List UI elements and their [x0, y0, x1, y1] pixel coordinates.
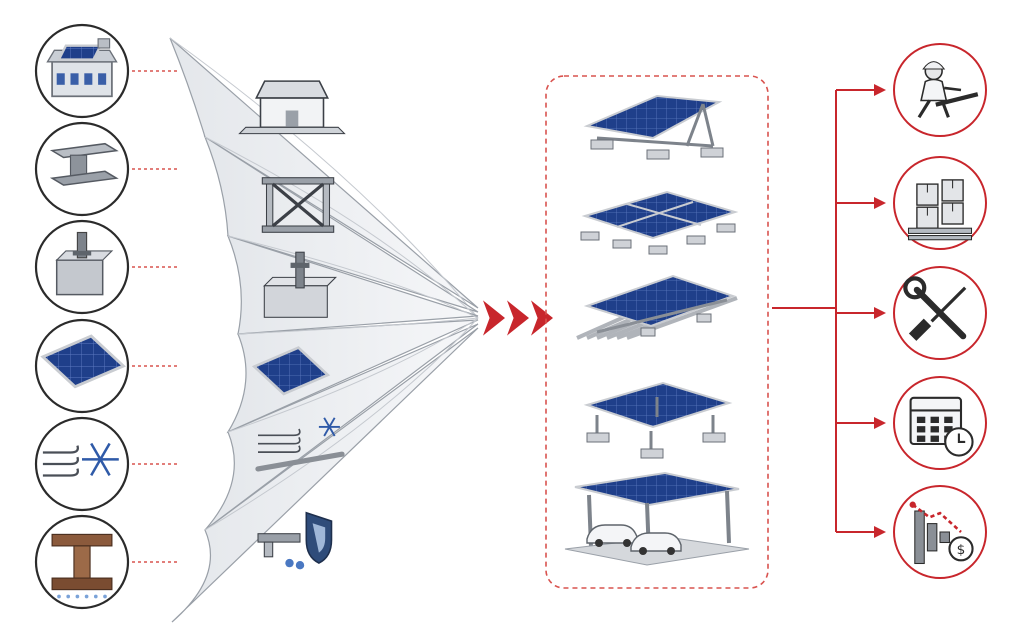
building-rooftop-solar-icon [46, 38, 118, 98]
wind-snow-icon [42, 442, 119, 477]
outcome-connector [836, 307, 886, 319]
factor-item[interactable] [34, 23, 180, 119]
mounting-option[interactable] [583, 381, 733, 459]
wind-snow-load-icon [255, 417, 345, 472]
chevron-right-icon [531, 300, 553, 336]
outcome-item[interactable] [893, 156, 987, 250]
outcome-circles: $ [893, 43, 987, 579]
concrete-anchor-bolt-icon [55, 231, 114, 296]
metal-roof-rail-mount-icon [576, 274, 738, 340]
factor-item[interactable] [34, 514, 180, 610]
outcome-connector [836, 526, 886, 538]
mounting-option[interactable] [576, 274, 738, 340]
fan-segment [171, 317, 479, 623]
factor-item[interactable] [34, 121, 180, 217]
steel-i-beam-icon [49, 142, 119, 186]
outcome-connector [836, 197, 886, 209]
factor-fan [169, 37, 479, 623]
outcome-item[interactable] [893, 266, 987, 360]
factor-circle[interactable] [34, 416, 130, 512]
foundation-bolt-icon [263, 251, 337, 318]
tilted-ground-mount-icon [583, 94, 724, 160]
boxes-pallet-icon [907, 179, 973, 241]
arrow-head-icon [874, 84, 886, 96]
outcome-item[interactable] [893, 43, 987, 137]
flow-arrows [483, 300, 553, 336]
solar-panel-icon [251, 346, 331, 396]
corrosion-shield-icon [257, 511, 333, 570]
factor-item[interactable] [34, 219, 180, 315]
outcome-item[interactable]: $ [893, 485, 987, 579]
outcome-connectors [772, 84, 886, 538]
solar-carport-icon [564, 471, 750, 566]
outcome-item[interactable] [893, 376, 987, 470]
building-icon [238, 80, 346, 135]
svg-text:$: $ [957, 542, 966, 558]
chevron-right-icon [507, 300, 529, 336]
steel-truss-icon [261, 177, 335, 233]
solar-panel-icon [40, 334, 126, 389]
arrow-head-icon [874, 307, 886, 319]
arrow-head-icon [874, 526, 886, 538]
arrow-head-icon [874, 417, 886, 429]
factor-item[interactable] [34, 416, 180, 512]
wrench-screwdriver-icon [903, 276, 967, 341]
mounting-option[interactable] [580, 190, 739, 255]
factor-circles [34, 23, 180, 610]
factor-item[interactable] [34, 318, 180, 414]
mounting-options-frame [545, 75, 769, 589]
chevron-right-icon [483, 300, 505, 336]
arrow-head-icon [874, 197, 886, 209]
mounting-systems-panel [545, 75, 769, 589]
cost-reduction-chart-icon: $ [909, 501, 974, 565]
calendar-clock-icon [909, 396, 974, 457]
elevated-ballast-mount-icon [583, 381, 733, 459]
mounting-option[interactable] [564, 471, 750, 566]
outcome-connector [836, 84, 886, 96]
ballasted-flat-roof-mount-icon [580, 190, 739, 255]
outcome-connector [836, 417, 886, 429]
installer-worker-icon [917, 61, 979, 119]
mounting-option[interactable] [583, 94, 724, 160]
rusted-beam-icon [51, 533, 113, 599]
